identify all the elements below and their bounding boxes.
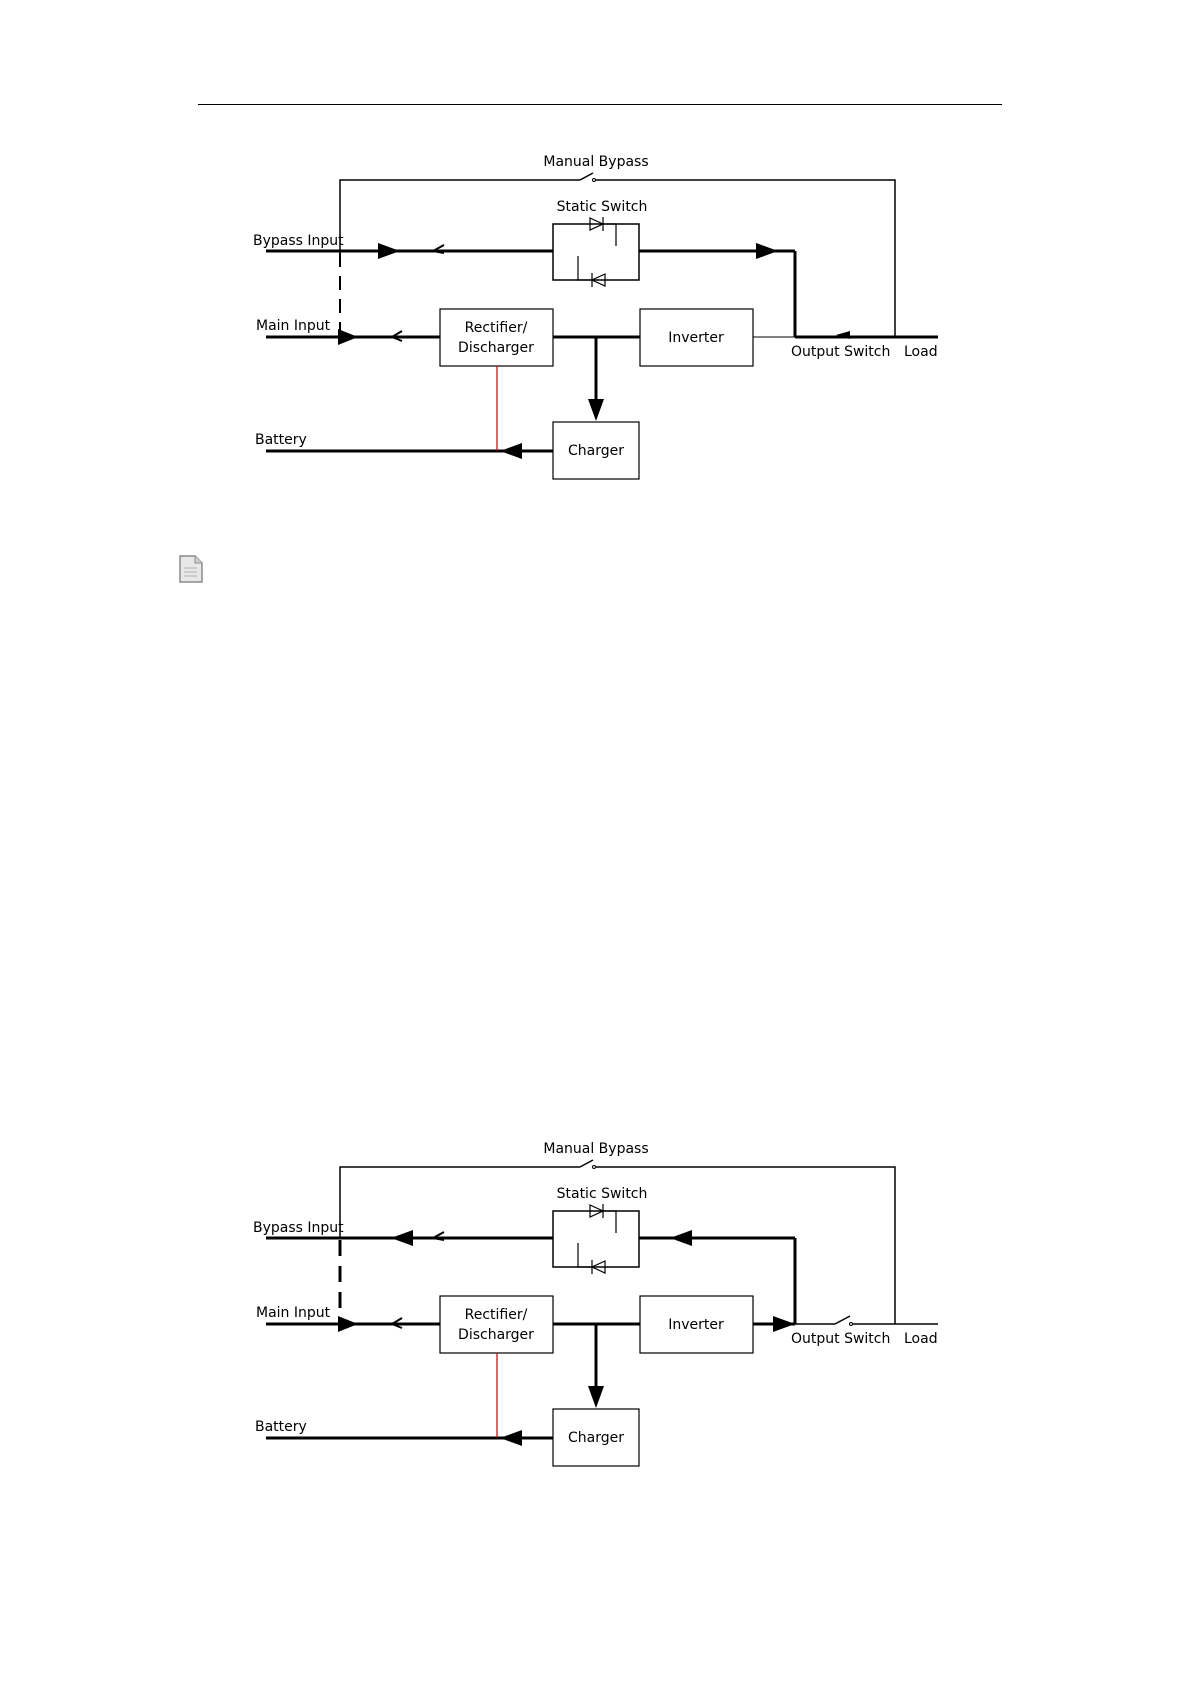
output-switch-label: Output Switch [791, 344, 890, 360]
flow-arrow [433, 245, 444, 253]
flow-arrow [500, 1430, 522, 1446]
rectifier-label-2: Discharger [458, 1327, 534, 1343]
manual-bypass-line [340, 180, 580, 253]
flow-arrow [338, 329, 358, 345]
manual-bypass-switch [580, 173, 593, 180]
charger-label: Charger [568, 1430, 624, 1446]
flow-arrow [391, 1230, 413, 1246]
rectifier-label: Rectifier/ [465, 1307, 528, 1323]
manual-bypass-switch [580, 1160, 593, 1167]
load-label: Load [904, 344, 938, 360]
document-icon [178, 555, 204, 583]
static-switch-label: Static Switch [557, 199, 648, 215]
battery-label: Battery [255, 432, 307, 448]
main-input-label: Main Input [256, 318, 331, 334]
static-switch-box [553, 1211, 639, 1267]
rectifier-box [440, 1296, 553, 1353]
main-input-label: Main Input [256, 1305, 331, 1321]
flow-arrow [338, 1316, 358, 1332]
manual-bypass-label: Manual Bypass [543, 1141, 648, 1157]
bypass-input-label: Bypass Input [253, 233, 344, 249]
rectifier-label-2: Discharger [458, 340, 534, 356]
flow-arrow [756, 243, 778, 259]
charger-label: Charger [568, 443, 624, 459]
static-switch-box [553, 224, 639, 280]
output-switch [835, 1316, 850, 1324]
load-label: Load [904, 1331, 938, 1347]
output-switch-label: Output Switch [791, 1331, 890, 1347]
static-switch-label: Static Switch [557, 1186, 648, 1202]
flow-arrow [773, 1316, 795, 1332]
manual-bypass-line [340, 1167, 580, 1238]
flow-arrow [500, 443, 522, 459]
ups-diagram-bypass-mode: Rectifier/ Discharger Inverter Charger M… [0, 0, 1192, 520]
flow-arrow [588, 1386, 604, 1408]
flow-arrow [588, 399, 604, 421]
flow-arrow [433, 1232, 444, 1240]
bypass-input-label: Bypass Input [253, 1220, 344, 1236]
ups-diagram-inverter-mode: Rectifier/ Discharger Inverter Charger M… [0, 1100, 1192, 1500]
inverter-label: Inverter [668, 1317, 724, 1333]
inverter-label: Inverter [668, 330, 724, 346]
flow-arrow [670, 1230, 692, 1246]
manual-bypass-label: Manual Bypass [543, 154, 648, 170]
flow-arrow [378, 243, 400, 259]
rectifier-label: Rectifier/ [465, 320, 528, 336]
battery-label: Battery [255, 1419, 307, 1435]
rectifier-box [440, 309, 553, 366]
